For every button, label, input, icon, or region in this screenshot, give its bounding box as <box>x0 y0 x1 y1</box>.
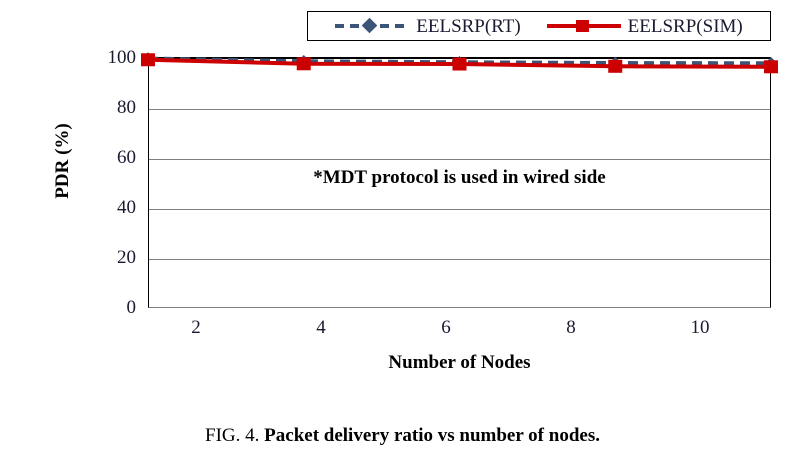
x-tick-label-4: 4 <box>316 317 326 338</box>
legend-entry-eelsrp-rt: EELSRP(RT) <box>335 15 521 37</box>
legend-swatch-eelsrp-sim <box>546 18 621 34</box>
chart-legend: EELSRP(RT) EELSRP(SIM) <box>307 11 771 41</box>
x-tick-label-8: 8 <box>566 317 576 338</box>
y-tick-label-20: 20 <box>117 247 136 268</box>
legend-diamond-marker-icon <box>361 17 378 34</box>
legend-entry-eelsrp-sim: EELSRP(SIM) <box>546 15 743 37</box>
chart-annotation: *MDT protocol is used in wired side <box>313 167 606 188</box>
x-tick-label-2: 2 <box>191 317 201 338</box>
x-tick-label-6: 6 <box>441 317 451 338</box>
legend-square-marker-icon <box>575 20 589 32</box>
gridline-60 <box>149 159 770 160</box>
x-axis-title: Number of Nodes <box>388 352 531 373</box>
caption-prefix: FIG. 4. <box>205 425 260 446</box>
legend-swatch-eelsrp-rt <box>335 17 410 34</box>
x-tick-label-10: 10 <box>690 317 710 338</box>
y-tick-label-80: 80 <box>117 97 136 118</box>
y-tick-label-40: 40 <box>117 197 136 218</box>
y-tick-label-0: 0 <box>126 297 137 318</box>
gridline-80 <box>149 109 770 110</box>
y-axis-title: PDR (%) <box>52 123 73 199</box>
gridline-20 <box>149 259 770 260</box>
legend-label-eelsrp-sim: EELSRP(SIM) <box>627 15 743 37</box>
figure-caption: FIG. 4. Packet delivery ratio vs number … <box>0 425 805 447</box>
gridline-40 <box>149 209 770 210</box>
caption-text: Packet delivery ratio vs number of nodes… <box>264 425 600 446</box>
legend-label-eelsrp-rt: EELSRP(RT) <box>416 15 521 37</box>
y-tick-label-60: 60 <box>117 147 136 168</box>
y-tick-label-100: 100 <box>107 47 137 68</box>
plot-area <box>148 57 771 308</box>
